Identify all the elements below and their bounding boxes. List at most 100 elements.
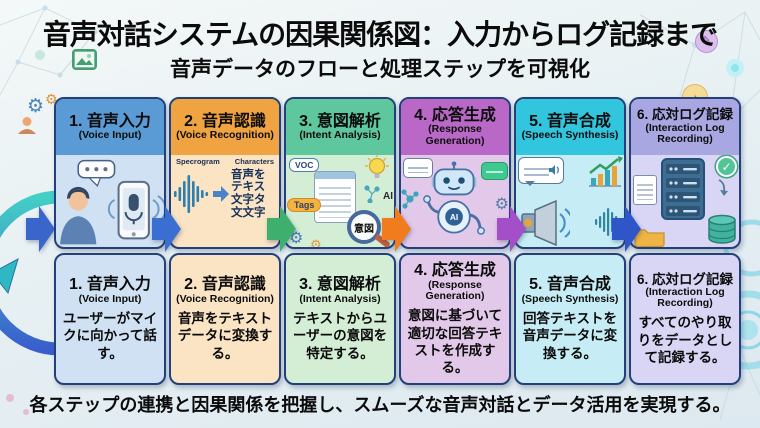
flow-arrow-4-5: [497, 206, 526, 252]
step-6-title-repeat: 6. 応対ログ記録: [636, 271, 733, 287]
step-3-description: テキストからユーザーの意図を特定する。: [292, 311, 388, 361]
step-2-card: 2. 音声認識 (Voice Recognition) Specrogram C…: [169, 97, 281, 249]
page-subtitle: 音声データのフローと処理ステップを可視化: [170, 58, 590, 81]
right-arrow-icon: [213, 186, 229, 202]
document-icon: [633, 175, 657, 205]
step-3-title-en-repeat: (Intent Analysis): [299, 292, 381, 305]
step-5-description-card: 5. 音声合成 (Speech Synthesis) 回答テキストを音声データに…: [514, 253, 626, 385]
step-5-title-en: (Speech Synthesis): [521, 128, 619, 141]
intent-analysis-illustration: VOC Tags: [286, 155, 394, 247]
step-4-card: 4. 応答生成 (Response Generation): [399, 97, 511, 249]
flow-arrow-3-4: [382, 206, 411, 252]
step-1-description: ユーザーがマイクに向かって話す。: [62, 311, 158, 361]
step-5-description: 回答テキストを音声データに変換する。: [522, 311, 618, 361]
step-3-title-repeat: 3. 意図解析: [299, 275, 381, 293]
tags-bubble: Tags: [287, 198, 322, 212]
step-2-title-repeat: 2. 音声認識: [184, 275, 266, 293]
network-node-icon: [401, 189, 419, 209]
step-5-header: 5. 音声合成 (Speech Synthesis): [516, 99, 624, 155]
step-1-description-card: 1. 音声入力 (Voice Input) ユーザーがマイクに向かって話す。: [54, 253, 166, 385]
step-4-description-card: 4. 応答生成 (Response Generation) 意図に基づいて適切な…: [399, 253, 511, 385]
step-4-title-en-repeat: (Response Generation): [425, 278, 485, 302]
step-column-2: 2. 音声認識 (Voice Recognition) Specrogram C…: [169, 97, 281, 385]
step-5-card: 5. 音声合成 (Speech Synthesis): [514, 97, 626, 249]
flow-arrow-2-3: [267, 206, 296, 252]
ai-robot-icon: AI: [423, 161, 485, 235]
pencil-badge-icon: ✎: [695, 30, 718, 53]
intent-label: 意図: [354, 223, 374, 235]
step-2-header: 2. 音声認識 (Voice Recognition): [171, 99, 279, 155]
step-3-title-en: (Intent Analysis): [299, 128, 381, 141]
step-6-description: すべてのやり取りをデータとして記録する。: [637, 315, 733, 366]
speech-bubble-speaker-icon: [518, 157, 564, 186]
step-4-title-en: (Response Generation): [425, 123, 485, 147]
step-6-card: 6. 応対ログ記録 (Interaction Log Recording): [629, 97, 741, 249]
step-column-5: 5. 音声合成 (Speech Synthesis): [514, 97, 626, 385]
picture-icon: [72, 49, 97, 70]
magnifier-intent-icon: 意図: [347, 210, 381, 244]
response-generation-illustration: AI ⚙: [401, 155, 509, 247]
step-5-title-en-repeat: (Speech Synthesis): [521, 292, 619, 305]
voc-bubble: VOC: [289, 158, 320, 172]
entry-arrow: [26, 206, 55, 252]
speech-bubble-icon: [403, 158, 433, 178]
footer-text: 各ステップの連携と因果関係を把握し、スムーズな音声対話とデータ活用を実現する。: [29, 395, 731, 415]
step-1-title-en-repeat: (Voice Input): [78, 292, 142, 305]
database-icon: [708, 214, 736, 244]
step-3-header: 3. 意図解析 (Intent Analysis): [286, 99, 394, 155]
flow-arrow-5-6: [612, 206, 641, 252]
step-6-title: 6. 応対ログ記録: [636, 107, 733, 123]
spectrogram-label: Specrogram: [176, 157, 220, 166]
gear-icon: ⚙: [27, 96, 45, 117]
loudspeaker-icon: [521, 200, 570, 246]
gear-icon: ⚙: [310, 237, 322, 247]
step-5-title-repeat: 5. 音声合成: [529, 275, 611, 293]
step-4-title: 4. 応答生成: [414, 107, 496, 125]
step-column-3: 3. 意図解析 (Intent Analysis) VOC Tags: [284, 97, 396, 385]
steps-row: 1. 音声入力 (Voice Input): [54, 97, 741, 385]
check-icon: ✓: [716, 156, 737, 177]
step-1-title-repeat: 1. 音声入力: [69, 275, 151, 293]
characters-label: Characters: [234, 157, 274, 166]
step-6-title-en: (Interaction Log Recording): [645, 121, 725, 146]
page-title: 音声対話システムの因果関係図：入力からログ記録まで: [42, 19, 718, 50]
person-icon: [16, 116, 38, 138]
step-2-title: 2. 音声認識: [184, 112, 266, 130]
step-1-title: 1. 音声入力: [69, 112, 151, 130]
gear-icon: ⚙: [494, 196, 509, 213]
log-recording-illustration: ✓: [631, 155, 739, 247]
speech-synthesis-illustration: [516, 155, 624, 247]
folder-icon: [634, 229, 665, 247]
step-6-title-en-repeat: (Interaction Log Recording): [645, 285, 725, 310]
gear-icon: ⚙: [289, 230, 304, 247]
step-2-title-en: (Voice Recognition): [176, 128, 274, 141]
voice-input-illustration: [56, 155, 164, 247]
network-node-icon: [364, 185, 380, 203]
down-arrow-icon: [718, 179, 728, 196]
growth-chart-icon: [589, 156, 623, 187]
flow-area: 1. 音声入力 (Voice Input): [0, 97, 760, 389]
flow-arrow-1-2: [152, 206, 181, 252]
ai-badge-label: AI: [450, 212, 458, 222]
step-3-card: 3. 意図解析 (Intent Analysis) VOC Tags: [284, 97, 396, 249]
step-6-description-card: 6. 応対ログ記録 (Interaction Log Recording) すべ…: [629, 253, 741, 385]
step-2-title-en-repeat: (Voice Recognition): [176, 292, 274, 305]
feedback-loop-arrow: [0, 190, 61, 356]
document-icon: [314, 171, 356, 223]
step-column-4: 4. 応答生成 (Response Generation): [399, 97, 511, 385]
step-4-header: 4. 応答生成 (Response Generation): [401, 99, 509, 155]
server-icon: [661, 158, 705, 220]
step-1-title-en: (Voice Input): [78, 128, 142, 141]
step-2-description: 音声をテキストデータに変換する。: [177, 311, 273, 361]
step-6-header: 6. 応対ログ記録 (Interaction Log Recording): [631, 99, 739, 155]
step-3-title: 3. 意図解析: [299, 112, 381, 130]
step-1-header: 1. 音声入力 (Voice Input): [56, 99, 164, 155]
ai-label: AI: [383, 191, 393, 202]
step-2-description-card: 2. 音声認識 (Voice Recognition) 音声をテキストデータに変…: [169, 253, 281, 385]
speech-bubble-icon: [481, 162, 508, 180]
step-column-6: 6. 応対ログ記録 (Interaction Log Recording): [629, 97, 741, 385]
step-3-description-card: 3. 意図解析 (Intent Analysis) テキストからユーザーの意図を…: [284, 253, 396, 385]
recognized-text: 音声を テキス 文字タ 文文字: [231, 168, 266, 219]
lightbulb-icon: [364, 155, 390, 185]
